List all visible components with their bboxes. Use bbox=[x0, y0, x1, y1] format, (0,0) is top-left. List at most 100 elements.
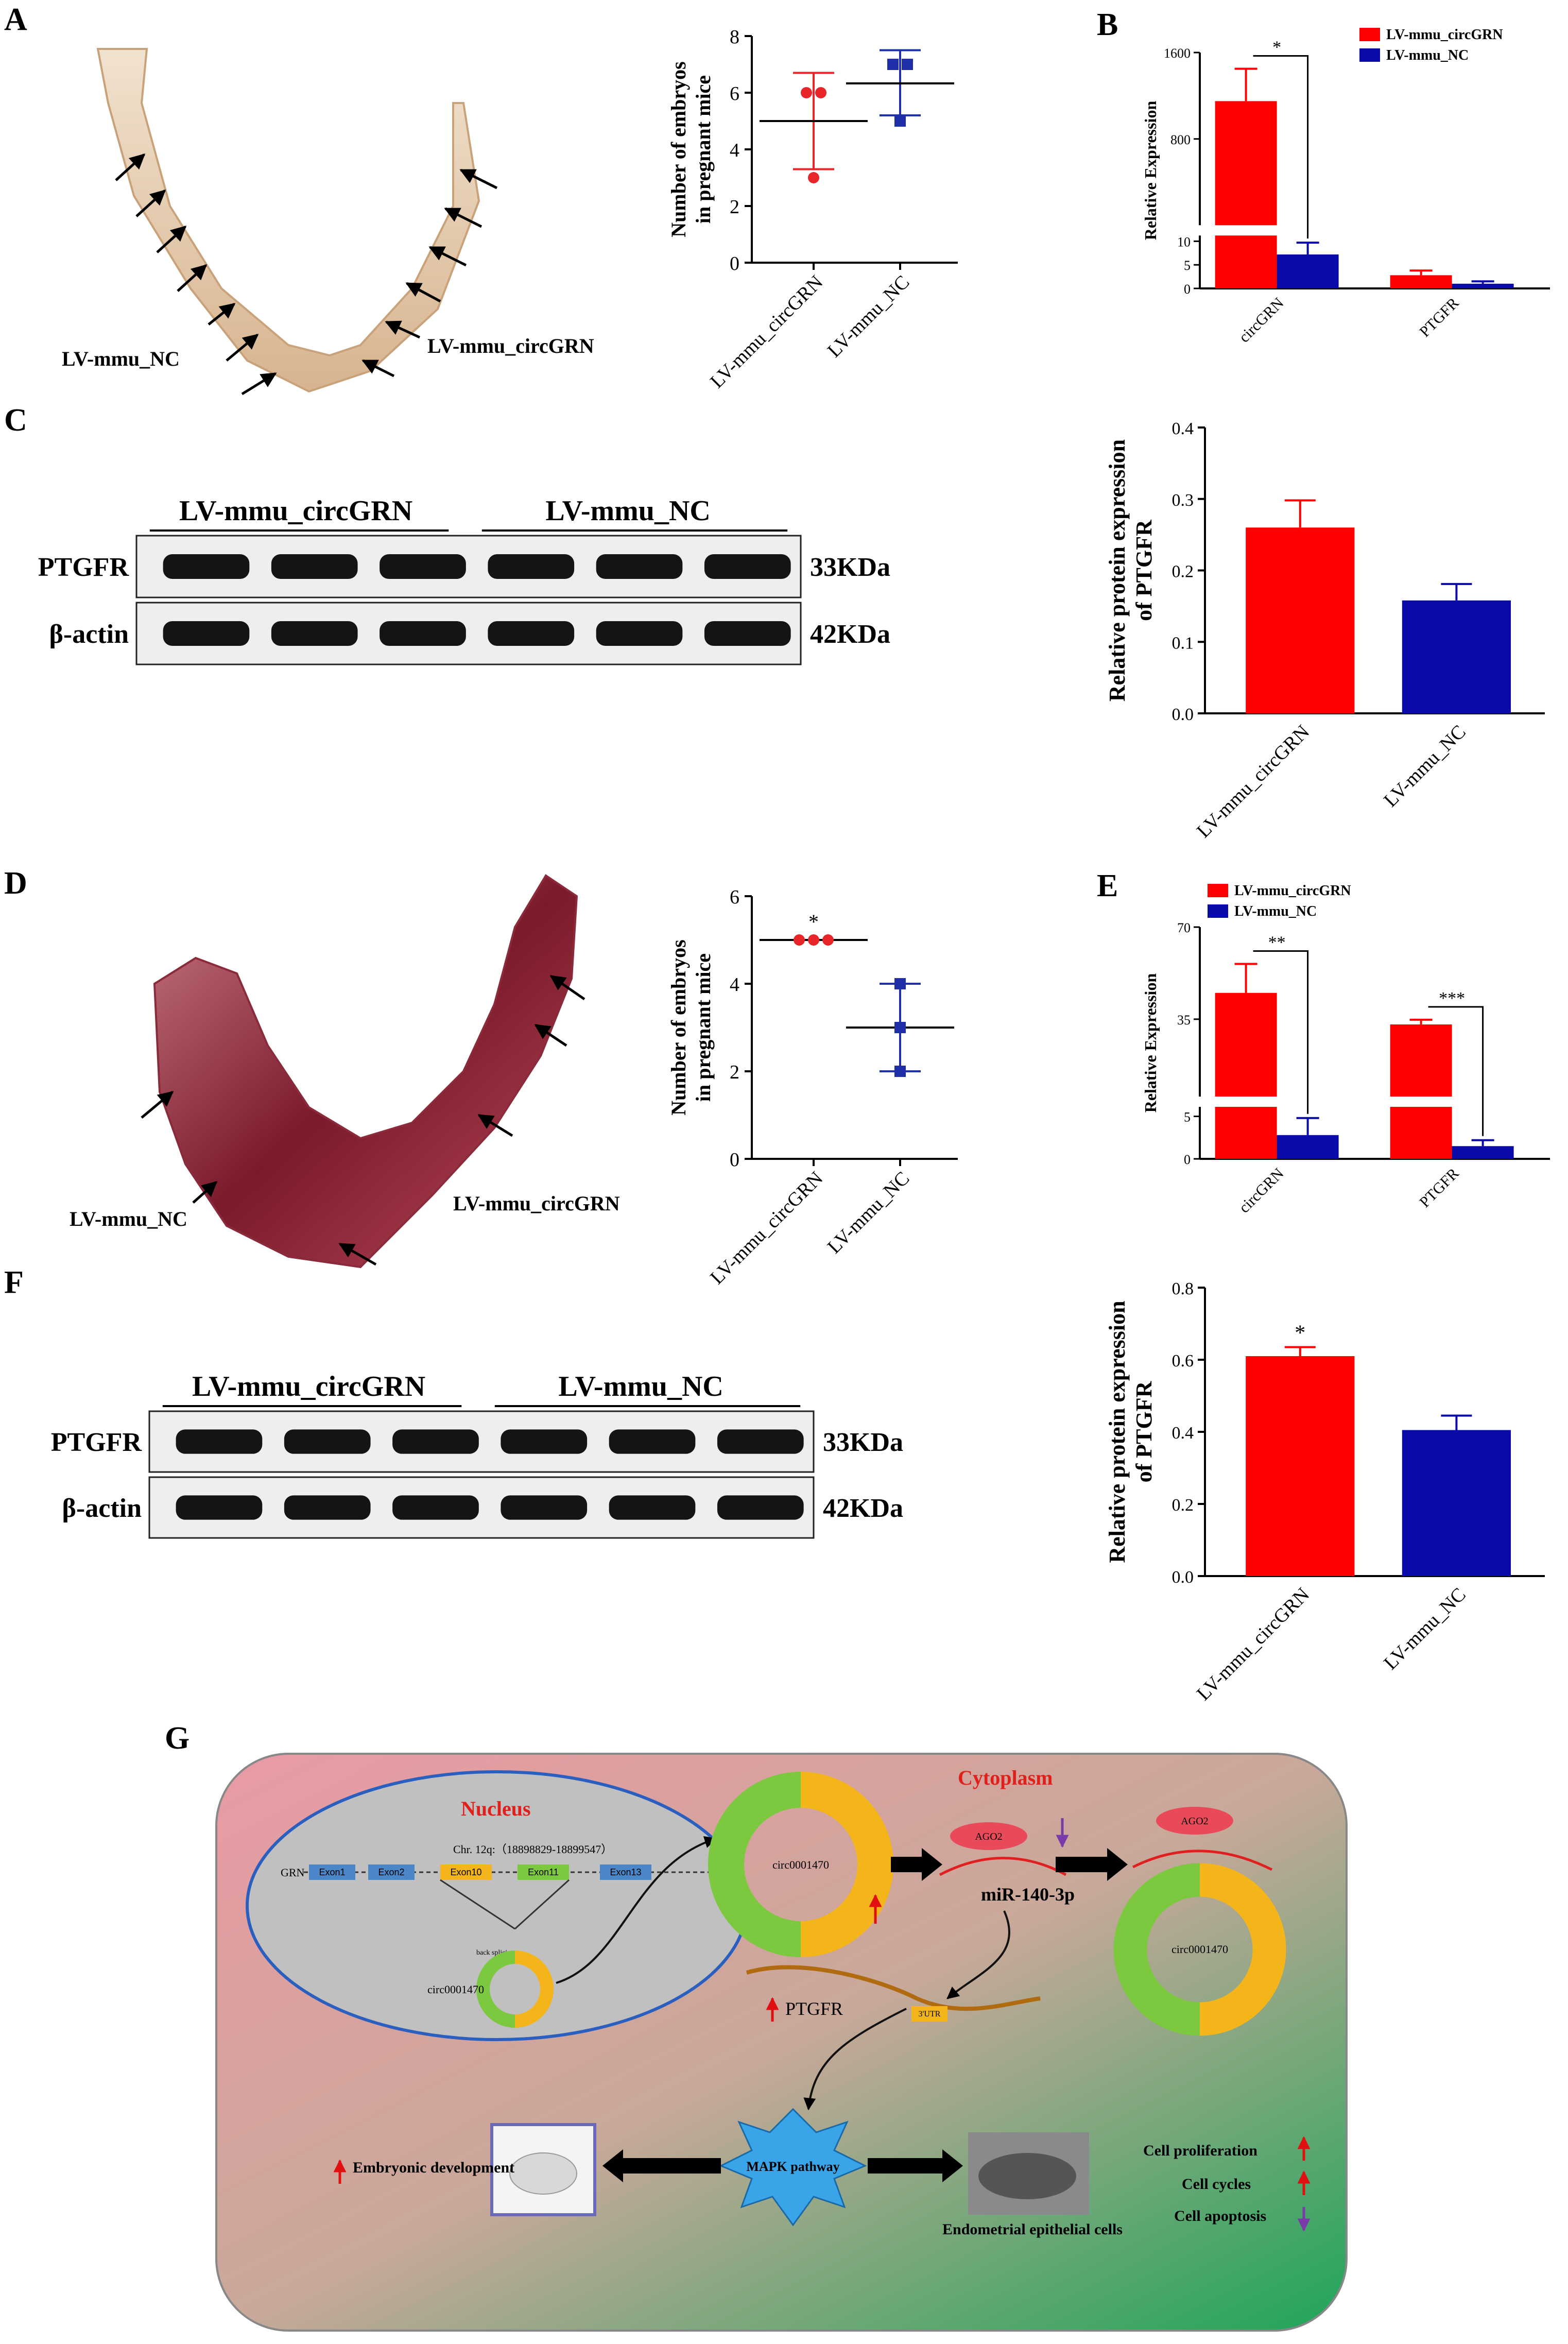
panel-letter-f: F bbox=[4, 1265, 24, 1300]
y-tick-label: 0.6 bbox=[1172, 1351, 1194, 1371]
legend-swatch bbox=[1359, 28, 1380, 41]
data-point bbox=[894, 978, 906, 989]
bar bbox=[1277, 1135, 1339, 1159]
y-axis-label: Relative Expression bbox=[1141, 101, 1160, 241]
data-point bbox=[794, 934, 805, 946]
y-axis-label: Relative Expression bbox=[1141, 973, 1160, 1113]
photo-arrows-d bbox=[141, 974, 585, 1266]
y-tick-label: 6 bbox=[730, 886, 739, 908]
blot-band bbox=[704, 554, 791, 579]
y-tick-label: 6 bbox=[730, 83, 739, 105]
blot-row-label: PTGFR bbox=[51, 1428, 143, 1457]
photo-label-circgrn-d: LV-mmu_circGRN bbox=[453, 1192, 620, 1215]
y-tick-label: 0 bbox=[730, 253, 739, 275]
photo-arrows-a bbox=[115, 153, 498, 396]
thick-arrow-1 bbox=[891, 1848, 942, 1881]
mirna-strand-2 bbox=[1132, 1850, 1273, 1871]
effect-apoptosis: Cell apoptosis bbox=[1174, 2208, 1266, 2225]
legend-label: LV-mmu_NC bbox=[1234, 903, 1317, 919]
blot-group-label-2: LV-mmu_NC bbox=[558, 1371, 723, 1402]
bar bbox=[1452, 1146, 1514, 1159]
mapk-label: MAPK pathway bbox=[746, 2159, 839, 2174]
exon1-box bbox=[309, 1864, 355, 1880]
effect-proliferation: Cell proliferation bbox=[1143, 2142, 1257, 2159]
panel-letter-b: B bbox=[1097, 7, 1118, 42]
blot-band bbox=[501, 1429, 588, 1454]
panel-letter-g: G bbox=[165, 1721, 189, 1756]
y-tick-label: 0.0 bbox=[1172, 1568, 1194, 1587]
y-tick-label: 800 bbox=[1170, 132, 1191, 147]
data-point bbox=[887, 59, 899, 70]
bar bbox=[1215, 101, 1277, 288]
splicing-lines bbox=[440, 1879, 570, 1930]
circ-label-1: circ0001470 bbox=[772, 1858, 829, 1871]
y-tick-label: 0.0 bbox=[1172, 705, 1194, 724]
mirna-strand-1 bbox=[939, 1857, 1067, 1876]
mouse-body bbox=[509, 2152, 577, 2195]
exon2-box bbox=[368, 1864, 415, 1880]
ago2-label-1: AGO2 bbox=[975, 1831, 1002, 1842]
blot-band bbox=[501, 1495, 588, 1520]
exon10-box bbox=[440, 1864, 492, 1880]
legend-swatch bbox=[1208, 884, 1228, 897]
blot-band bbox=[163, 621, 250, 646]
x-tick-label: circGRN bbox=[1236, 295, 1287, 346]
data-point bbox=[801, 87, 812, 98]
blot-band bbox=[488, 621, 575, 646]
data-point bbox=[902, 59, 913, 70]
significance-mark: * bbox=[808, 910, 819, 933]
bar bbox=[1402, 600, 1511, 713]
photo-label-nc-a: LV-mmu_NC bbox=[62, 347, 180, 370]
y-tick-label: 0 bbox=[730, 1149, 739, 1171]
curved-arrow-mirna bbox=[946, 1910, 1010, 1999]
bar bbox=[1402, 1430, 1511, 1576]
thick-arrow-2 bbox=[1056, 1848, 1128, 1881]
cytoplasm-title: Cytoplasm bbox=[958, 1766, 1053, 1789]
chr-label: Chr. 12q:（18898829-18899547） bbox=[453, 1843, 612, 1856]
exon-boxes: Exon1 Exon2 Exon10 Exon11 Exon13 bbox=[309, 1864, 651, 1880]
circrna-ring-1 bbox=[708, 1772, 893, 1957]
small-circrna-ring bbox=[476, 1951, 554, 2028]
panel-letter-d: D bbox=[4, 866, 27, 901]
utr-label: 3'UTR bbox=[919, 2010, 941, 2018]
significance-bracket bbox=[1428, 1006, 1484, 1136]
x-tick-label: LV-mmu_circGRN bbox=[1193, 721, 1314, 842]
circrna-ring-2 bbox=[1113, 1863, 1286, 2036]
axis-break bbox=[1190, 225, 1555, 236]
x-tick-label: LV-mmu_NC bbox=[823, 271, 914, 362]
blot-band bbox=[717, 1495, 804, 1520]
y-tick-label: 1600 bbox=[1164, 46, 1191, 61]
blot-band bbox=[392, 1429, 479, 1454]
exon10-label: Exon10 bbox=[450, 1867, 481, 1877]
circ-label-2: circ0001470 bbox=[1171, 1943, 1228, 1956]
pig-body bbox=[978, 2153, 1076, 2199]
data-point bbox=[808, 934, 819, 946]
blot-band bbox=[609, 1429, 696, 1454]
y-axis-label: Relative protein expressionof PTGFR bbox=[1105, 439, 1157, 702]
blot-row-label: β-actin bbox=[49, 620, 129, 649]
y-tick-label: 0.3 bbox=[1172, 491, 1194, 510]
legend-label: LV-mmu_circGRN bbox=[1234, 883, 1351, 899]
panel-g: G Nucleus Chr. 12q:（18898829-18899547） G… bbox=[165, 1721, 1348, 2332]
bar bbox=[1390, 1024, 1452, 1159]
blot-group-label-1: LV-mmu_circGRN bbox=[179, 495, 412, 527]
gene-label: GRN bbox=[281, 1866, 305, 1879]
ago2-ellipse-1 bbox=[950, 1822, 1027, 1850]
y-axis-label-line1: Relative protein expression bbox=[1105, 1301, 1130, 1563]
bar bbox=[1452, 283, 1514, 288]
blot-band bbox=[271, 621, 358, 646]
y-axis-label-line2: of PTGFR bbox=[1131, 1380, 1157, 1482]
significance-mark: * bbox=[1272, 38, 1281, 57]
blot-band bbox=[704, 621, 791, 646]
y-axis-label: Number of embryosin pregnant mice bbox=[667, 61, 715, 237]
blot-size-label: 42KDa bbox=[823, 1494, 903, 1523]
x-tick-label: LV-mmu_NC bbox=[823, 1168, 914, 1258]
y-tick-label: 0.4 bbox=[1172, 419, 1194, 438]
blot-band bbox=[284, 1495, 371, 1520]
